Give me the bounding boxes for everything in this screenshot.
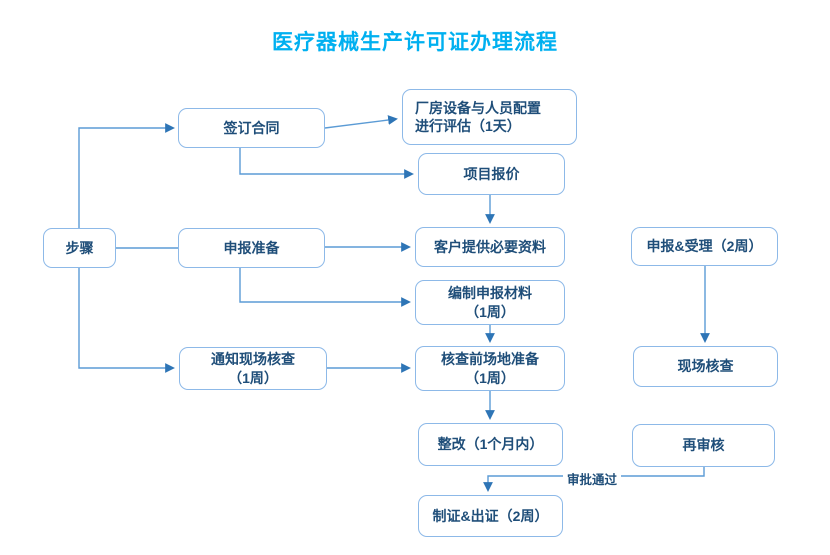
approval-pass-label: 审批通过 [563,469,622,488]
node-declare-accept: 申报&受理（2周） [631,227,778,266]
node-notify-inspection: 通知现场核查 （1周） [179,347,327,390]
node-site-prep: 核查前场地准备 （1周） [415,346,565,391]
connector-steps-to-sign-contract [78,123,175,228]
node-re-review: 再审核 [632,424,775,467]
node-issue-cert: 制证&出证（2周） [418,495,563,537]
node-plant-eval: 厂房设备与人员配置 进行评估（1天） [402,89,577,145]
connector-sign-contract-to-plant-eval [324,115,398,129]
node-onsite-inspection: 现场核查 [633,346,778,387]
node-quote: 项目报价 [418,153,565,195]
connector-sign-contract-to-quote [239,148,414,179]
node-steps: 步骤 [43,228,116,268]
page-title: 医疗器械生产许可证办理流程 [272,31,558,54]
connector-declare-prep-to-prepare-materials [239,268,411,307]
connector-steps-to-notify-inspection [78,268,175,373]
node-prepare-materials: 编制申报材料 （1周） [415,280,565,325]
node-rectify: 整改（1个月内） [418,423,563,466]
node-client-materials: 客户提供必要资料 [415,227,565,267]
node-declare-prep: 申报准备 [178,228,325,268]
node-sign-contract: 签订合同 [178,108,325,148]
